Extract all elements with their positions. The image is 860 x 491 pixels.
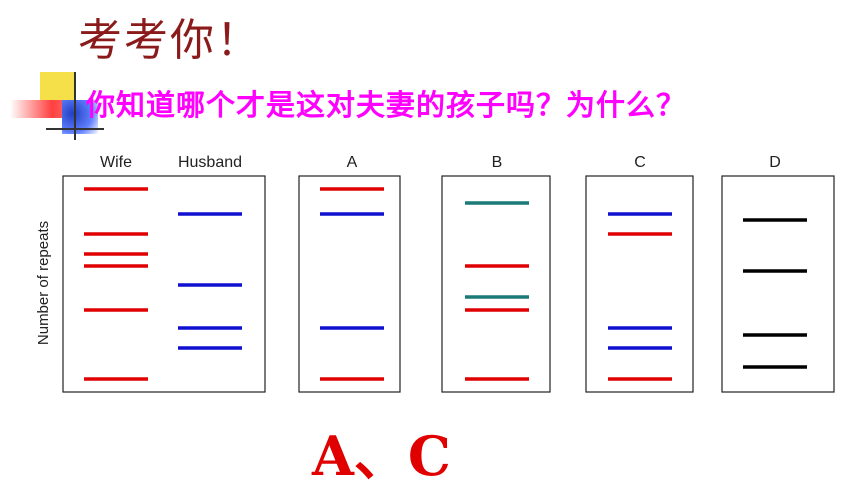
gel-box <box>62 175 266 393</box>
slide-title: 考考你！ <box>78 15 262 66</box>
lane-label: Husband <box>178 154 242 171</box>
gel-box <box>441 175 551 393</box>
answer-text: A、C <box>312 424 451 488</box>
gel-box <box>585 175 694 393</box>
lane-label: C <box>634 154 646 171</box>
decorative-bullet-icon <box>10 72 105 140</box>
lane-label: Wife <box>100 154 132 171</box>
lane-label: B <box>492 154 503 171</box>
y-axis-label: Number of repeats <box>35 221 52 345</box>
gel-box <box>721 175 835 393</box>
lane-label: A <box>347 154 358 171</box>
gel-box <box>298 175 401 393</box>
question-text: 你知道哪个才是这对夫妻的孩子吗？为什么？ <box>86 88 687 122</box>
lane-label: D <box>769 154 781 171</box>
